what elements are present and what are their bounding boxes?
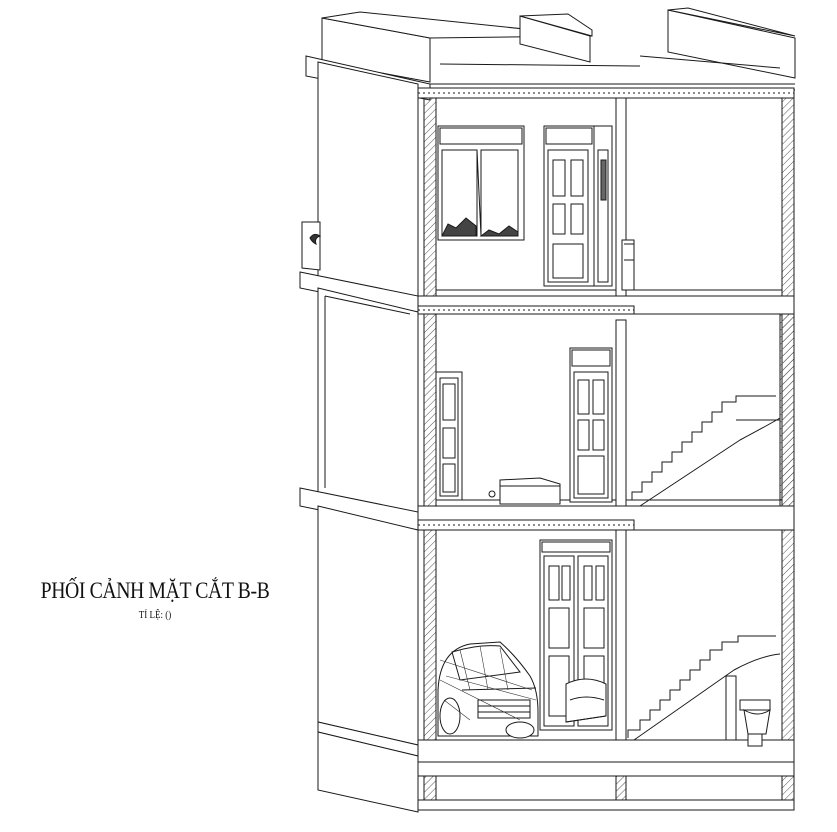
third-floor-railing: [621, 239, 635, 291]
drawing-scale-label: TỈ LỆ: (): [138, 610, 172, 621]
third-floor-door: [543, 125, 613, 287]
second-floor-left-door: [435, 371, 463, 501]
drawing-title-block: PHỐI CẢNH MẶT CẮT B-B TỈ LỆ: (): [0, 578, 310, 621]
car: [437, 641, 539, 739]
floor-slabs: [417, 87, 795, 811]
ground-floor-stair: [627, 635, 781, 741]
drawing-title: PHỐI CẢNH MẶT CẮT B-B: [40, 578, 270, 603]
left-facade: [299, 61, 419, 813]
third-floor-window: [437, 125, 525, 241]
second-floor-stair: [626, 395, 781, 507]
wc-toilet: [725, 675, 771, 747]
second-floor-counter: [488, 477, 561, 505]
ground-floor-armchair: [565, 678, 607, 723]
second-floor-door: [569, 347, 613, 503]
